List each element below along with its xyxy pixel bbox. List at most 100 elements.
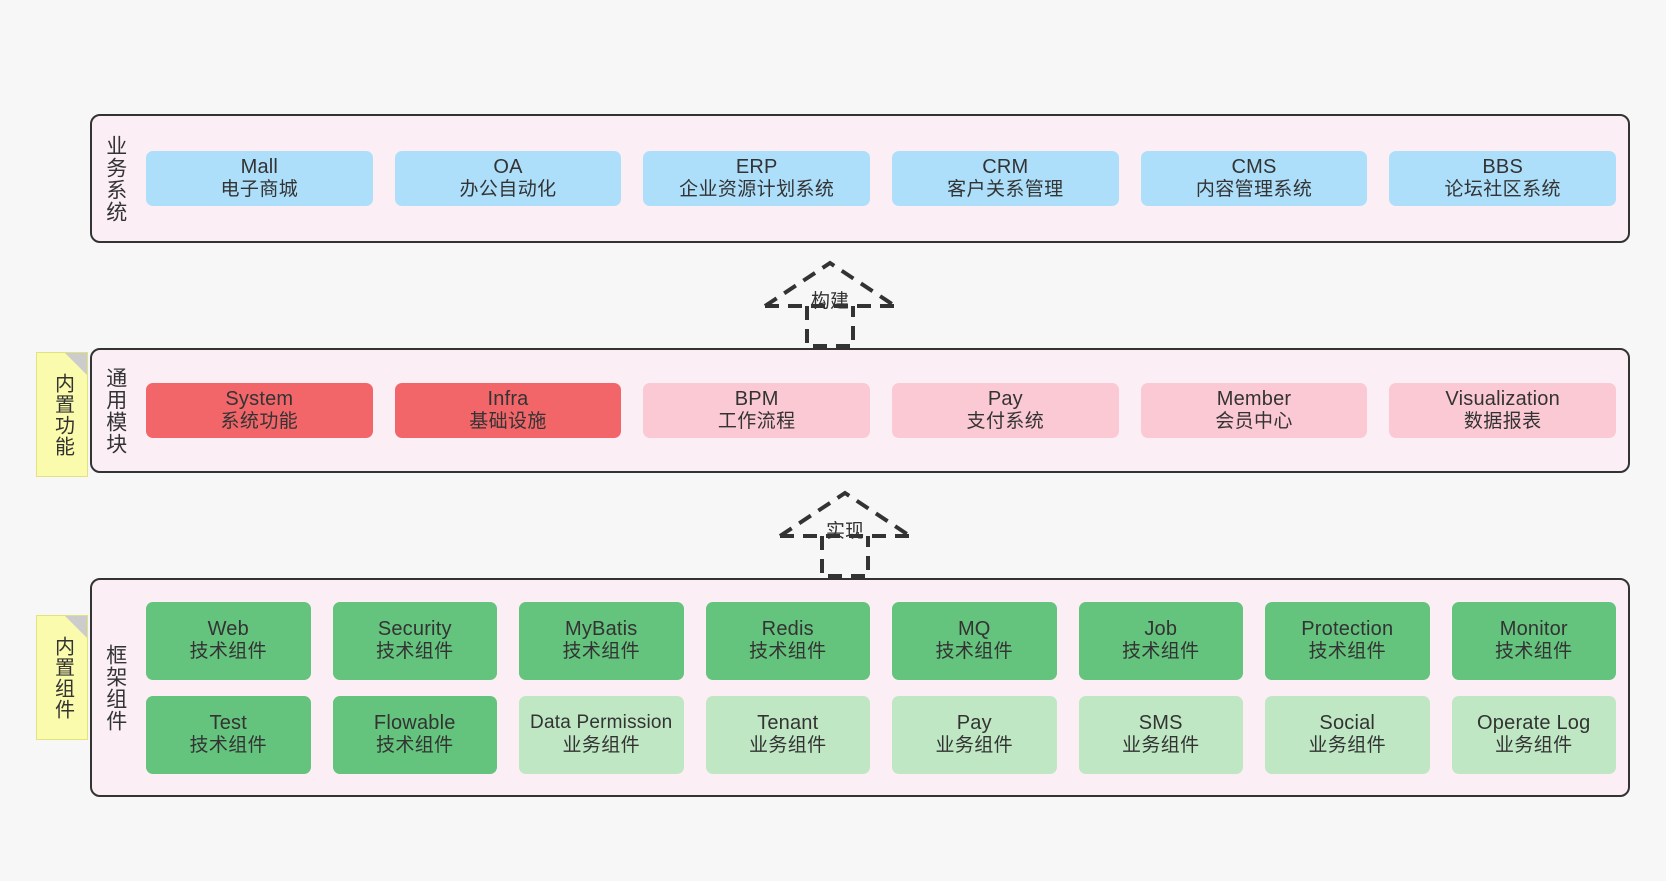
layer-title-business: 业务系统 [103, 134, 127, 223]
node-pay-component[interactable]: Pay 业务组件 [892, 695, 1057, 774]
node-title: Social [1319, 712, 1376, 735]
node-title: Mall [240, 156, 279, 179]
node-tenant[interactable]: Tenant 业务组件 [705, 695, 870, 774]
node-title: Job [1144, 618, 1178, 641]
node-title: MQ [957, 618, 991, 641]
node-title: Tenant [757, 712, 819, 735]
node-member[interactable]: Member 会员中心 [1140, 383, 1368, 438]
connector-build-label: 构建 [810, 291, 850, 312]
node-sms[interactable]: SMS 业务组件 [1078, 695, 1243, 774]
node-subtitle: 支付系统 [966, 411, 1045, 433]
node-subtitle: 技术组件 [189, 641, 268, 663]
layer-title-framework: 框架组件 [103, 643, 127, 732]
layer-framework-component[interactable]: 框架组件 Web 技术组件 Security 技术组件 MyBatis 技术组件… [90, 578, 1630, 797]
node-row: Mall 电子商城 OA 办公自动化 ERP 企业资源计划系统 CRM 客户关系… [146, 151, 1617, 206]
node-title: Member [1216, 388, 1292, 411]
node-test[interactable]: Test 技术组件 [146, 695, 311, 774]
node-web[interactable]: Web 技术组件 [146, 601, 311, 680]
layer-body-common: System 系统功能 Infra 基础设施 BPM 工作流程 Pay 支付系统… [138, 350, 1628, 471]
node-subtitle: 内容管理系统 [1195, 179, 1313, 201]
node-data-permission[interactable]: Data Permission 业务组件 [519, 695, 684, 774]
node-title: BPM [734, 388, 779, 411]
node-job[interactable]: Job 技术组件 [1078, 601, 1243, 680]
node-subtitle: 业务组件 [935, 735, 1014, 757]
node-oa[interactable]: OA 办公自动化 [394, 151, 622, 206]
node-row: Web 技术组件 Security 技术组件 MyBatis 技术组件 Redi… [146, 601, 1616, 680]
node-social[interactable]: Social 业务组件 [1265, 695, 1430, 774]
node-row: Test 技术组件 Flowable 技术组件 Data Permission … [146, 695, 1616, 774]
note-label: 内置组件 [51, 635, 74, 720]
note-fold-icon [65, 616, 87, 638]
layer-business-system[interactable]: 业务系统 Mall 电子商城 OA 办公自动化 ERP 企业资源计划系统 CRM… [90, 114, 1630, 243]
node-title: OA [493, 156, 523, 179]
node-subtitle: 数据报表 [1463, 411, 1542, 433]
node-subtitle: 技术组件 [375, 641, 454, 663]
node-erp[interactable]: ERP 企业资源计划系统 [643, 151, 871, 206]
node-title: Web [207, 618, 249, 641]
node-title: Pay [987, 388, 1023, 411]
node-flowable[interactable]: Flowable 技术组件 [332, 695, 497, 774]
node-subtitle: 系统功能 [220, 411, 299, 433]
node-subtitle: 技术组件 [1308, 641, 1387, 663]
layer-body-framework: Web 技术组件 Security 技术组件 MyBatis 技术组件 Redi… [138, 580, 1628, 795]
node-subtitle: 技术组件 [935, 641, 1014, 663]
node-subtitle: 技术组件 [1494, 641, 1573, 663]
node-monitor[interactable]: Monitor 技术组件 [1451, 601, 1616, 680]
node-infra[interactable]: Infra 基础设施 [394, 383, 622, 438]
build-arrow-icon [763, 260, 897, 348]
node-title: Operate Log [1477, 712, 1591, 735]
node-system[interactable]: System 系统功能 [146, 383, 373, 438]
node-title: MyBatis [564, 618, 638, 641]
node-visualization[interactable]: Visualization 数据报表 [1389, 383, 1617, 438]
node-mybatis[interactable]: MyBatis 技术组件 [519, 601, 684, 680]
node-title: ERP [735, 156, 778, 179]
node-subtitle: 业务组件 [1494, 735, 1573, 757]
node-title: CRM [982, 156, 1029, 179]
node-redis[interactable]: Redis 技术组件 [705, 601, 870, 680]
node-subtitle: 客户关系管理 [947, 179, 1064, 201]
node-crm[interactable]: CRM 客户关系管理 [892, 151, 1119, 206]
node-mall[interactable]: Mall 电子商城 [146, 151, 373, 206]
node-title: CMS [1231, 156, 1277, 179]
node-operate-log[interactable]: Operate Log 业务组件 [1451, 695, 1616, 774]
node-subtitle: 技术组件 [375, 735, 454, 757]
node-bbs[interactable]: BBS 论坛社区系统 [1389, 151, 1617, 206]
note-builtin-function[interactable]: 内置功能 [36, 352, 88, 477]
node-title: Security [377, 618, 452, 641]
node-subtitle: 业务组件 [562, 734, 641, 756]
node-title: Test [209, 712, 247, 735]
node-title: BBS [1482, 156, 1523, 179]
node-title: Infra [487, 388, 529, 411]
node-row: System 系统功能 Infra 基础设施 BPM 工作流程 Pay 支付系统… [146, 383, 1617, 438]
node-protection[interactable]: Protection 技术组件 [1265, 601, 1430, 680]
node-subtitle: 业务组件 [1308, 735, 1387, 757]
node-subtitle: 技术组件 [562, 641, 641, 663]
note-builtin-component[interactable]: 内置组件 [36, 615, 88, 740]
node-subtitle: 企业资源计划系统 [679, 179, 835, 201]
node-cms[interactable]: CMS 内容管理系统 [1140, 151, 1368, 206]
node-subtitle: 工作流程 [717, 411, 796, 433]
layer-common-module[interactable]: 通用模块 System 系统功能 Infra 基础设施 BPM 工作流程 Pay… [90, 348, 1630, 473]
node-title: Data Permission [530, 711, 673, 733]
node-subtitle: 会员中心 [1215, 411, 1293, 433]
node-mq[interactable]: MQ 技术组件 [892, 601, 1057, 680]
node-title: Redis [761, 618, 814, 641]
node-subtitle: 办公自动化 [459, 179, 557, 201]
implement-arrow-icon [778, 490, 912, 578]
node-bpm[interactable]: BPM 工作流程 [643, 383, 871, 438]
node-subtitle: 论坛社区系统 [1444, 179, 1561, 201]
node-pay[interactable]: Pay 支付系统 [892, 383, 1119, 438]
node-subtitle: 技术组件 [748, 641, 827, 663]
layer-title-common: 通用模块 [103, 366, 127, 455]
node-subtitle: 业务组件 [748, 735, 827, 757]
node-subtitle: 电子商城 [220, 179, 299, 201]
connector-implement: 实现 [770, 488, 920, 578]
note-label: 内置功能 [51, 372, 74, 457]
node-title: Monitor [1499, 618, 1568, 641]
node-security[interactable]: Security 技术组件 [332, 601, 497, 680]
node-title: System [225, 388, 294, 411]
node-subtitle: 业务组件 [1121, 735, 1200, 757]
node-title: SMS [1138, 712, 1183, 735]
node-title: Protection [1301, 618, 1394, 641]
